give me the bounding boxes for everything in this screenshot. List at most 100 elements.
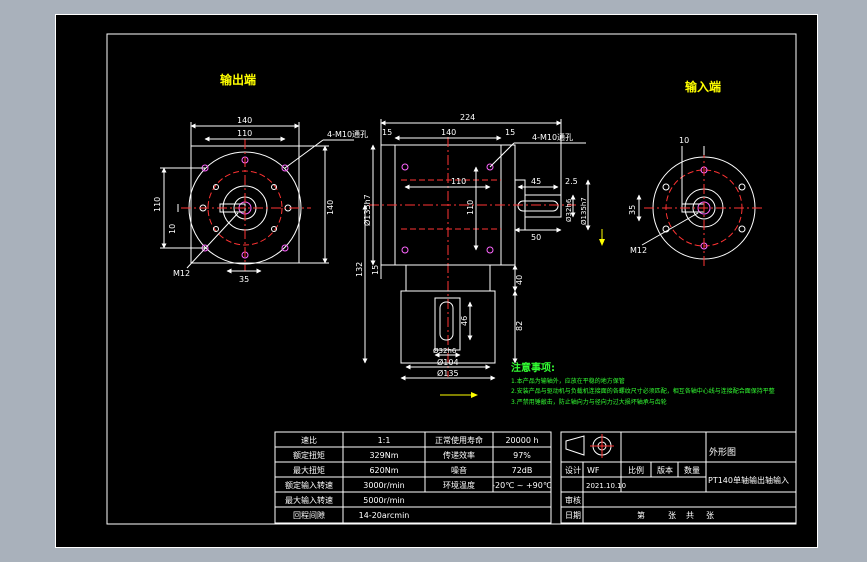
side-dim-phi135-bottom: Ø135 <box>437 368 459 378</box>
spec-cell: 97% <box>513 451 531 460</box>
spec-cell: 噪音 <box>451 465 467 475</box>
title-sheet-label: 共 <box>686 511 694 520</box>
side-bolt-hole <box>401 246 409 254</box>
input-bolt-hole <box>738 225 746 233</box>
side-dim-phi32-bottom: Ø32h6 <box>433 347 457 355</box>
side-dim-50: 50 <box>531 233 541 242</box>
side-dim-82: 82 <box>515 321 524 331</box>
projection-symbol-cone <box>565 435 585 456</box>
side-dim-phi135: Ø135h7 <box>362 194 372 226</box>
side-dim-15b: 15 <box>505 128 515 137</box>
title-block-text: 外形图 PT140单轴输出轴输入 设计 WF 比例 版本 数量 2021.10.… <box>565 446 789 520</box>
inner-frame <box>106 33 797 525</box>
output-small-hole <box>271 226 277 232</box>
spec-cell: 额定输入转速 <box>285 480 333 490</box>
input-bolt-hole <box>662 183 670 191</box>
side-input-shaft <box>524 194 562 218</box>
output-view-title: 输出端 <box>220 72 256 87</box>
side-lower-flange <box>400 290 496 364</box>
title-review-label: 审核 <box>565 495 581 505</box>
spec-cell: 回程间隙 <box>293 510 325 520</box>
output-dim-holes: 4-M10通孔 <box>327 129 368 139</box>
side-dim-holes: 4-M10通孔 <box>532 132 573 142</box>
spec-cell: 3000r/min <box>363 481 404 490</box>
spec-cell: 14-20arcmin <box>359 511 410 520</box>
note-item: 3.严禁用锤敲击，防止轴向力与径向力过大损坏轴承与齿轮 <box>511 398 667 406</box>
title-design-label: 设计 <box>565 465 581 475</box>
side-bolt-hole <box>401 163 409 171</box>
output-dim-35: 35 <box>239 275 249 284</box>
input-dim-10: 10 <box>679 136 689 145</box>
spec-cell: 正常使用寿命 <box>435 435 483 445</box>
output-dim-140-vertical: 140 <box>326 200 335 215</box>
input-view-title: 输入端 <box>685 79 721 94</box>
spec-cell: 5000r/min <box>363 496 404 505</box>
side-dim-132: 132 <box>355 262 364 277</box>
side-dim-phi104: Ø104 <box>437 357 459 367</box>
title-quantity-label: 数量 <box>684 465 700 475</box>
side-dim-224: 224 <box>460 113 475 122</box>
spec-cell: 环境温度 <box>443 480 475 490</box>
title-sheet-label: 张 <box>668 511 676 520</box>
side-dim-46: 46 <box>460 316 469 326</box>
spec-cell: 20000 h <box>505 436 538 445</box>
output-dim-10: 10 <box>168 224 177 234</box>
spec-cell: 620Nm <box>369 466 398 475</box>
output-dim-m12: M12 <box>173 269 190 278</box>
title-designer: WF <box>587 466 600 475</box>
side-dim-2-5: 2.5 <box>565 177 578 186</box>
input-end-view <box>636 146 764 268</box>
output-dim-110: 110 <box>237 129 252 138</box>
spec-cell: 传递效率 <box>443 450 475 460</box>
output-direction-arrowhead <box>471 392 478 398</box>
spec-cell: 最大输入转速 <box>285 495 333 505</box>
spec-cell: 速比 <box>301 435 317 445</box>
output-m12-leader <box>186 212 239 269</box>
spec-table <box>274 431 552 524</box>
notes-heading: 注意事项: <box>511 361 555 374</box>
drawing-sheet: 输出端 输入端 <box>55 14 818 548</box>
side-dim-15-vertical: 15 <box>371 265 380 275</box>
side-dim-140: 140 <box>441 128 456 137</box>
side-dim-phi32-right: Ø32h6 <box>565 198 573 222</box>
output-small-hole <box>271 184 277 190</box>
output-small-hole <box>213 226 219 232</box>
drawing-name: 外形图 <box>709 446 736 458</box>
side-dim-45: 45 <box>531 177 541 186</box>
output-dim-110-vertical: 110 <box>153 197 162 212</box>
side-dim-15a: 15 <box>382 128 392 137</box>
note-item: 1.本产品为输轴外，应放在平稳的地方保管 <box>511 377 625 385</box>
side-bolt-hole <box>486 246 494 254</box>
title-scale-label: 比例 <box>628 465 644 475</box>
output-bolt-hole <box>281 244 289 252</box>
technical-notes: 注意事项: 1.本产品为输轴外，应放在平稳的地方保管 2.安装产品与驱动机与负载… <box>511 361 775 406</box>
side-output-shaft <box>434 297 461 351</box>
part-name: PT140单轴输出轴输入 <box>708 475 789 485</box>
spec-cell: 1:1 <box>378 436 391 445</box>
spec-cell: 329Nm <box>369 451 398 460</box>
side-input-key <box>517 200 559 212</box>
title-date-label: 日期 <box>565 511 581 520</box>
input-direction-arrowhead <box>599 239 605 246</box>
output-small-hole <box>213 184 219 190</box>
side-view <box>362 119 591 381</box>
output-end-view <box>160 122 354 274</box>
title-sheet-label: 第 <box>637 510 645 520</box>
input-bolt-hole <box>738 183 746 191</box>
input-dim-m12: M12 <box>630 246 647 255</box>
title-sheet-label: 张 <box>706 511 714 520</box>
side-dim-110: 110 <box>451 177 466 186</box>
rotation-arrows <box>440 229 605 398</box>
output-holes-leader <box>284 139 324 169</box>
side-bolt-hole <box>486 163 494 171</box>
input-dim-35: 35 <box>628 205 637 215</box>
side-dim-110-vertical: 110 <box>466 200 475 215</box>
side-holes-leader <box>489 142 515 168</box>
spec-cell: 72dB <box>512 466 533 475</box>
spec-table-text: 速比 1:1 正常使用寿命 20000 h 额定扭矩 329Nm 传递效率 97… <box>285 435 552 520</box>
title-block <box>560 431 797 524</box>
output-dim-140: 140 <box>237 116 252 125</box>
output-bolt-hole <box>281 164 289 172</box>
side-output-key <box>439 301 454 341</box>
input-m12-leader <box>641 212 699 246</box>
